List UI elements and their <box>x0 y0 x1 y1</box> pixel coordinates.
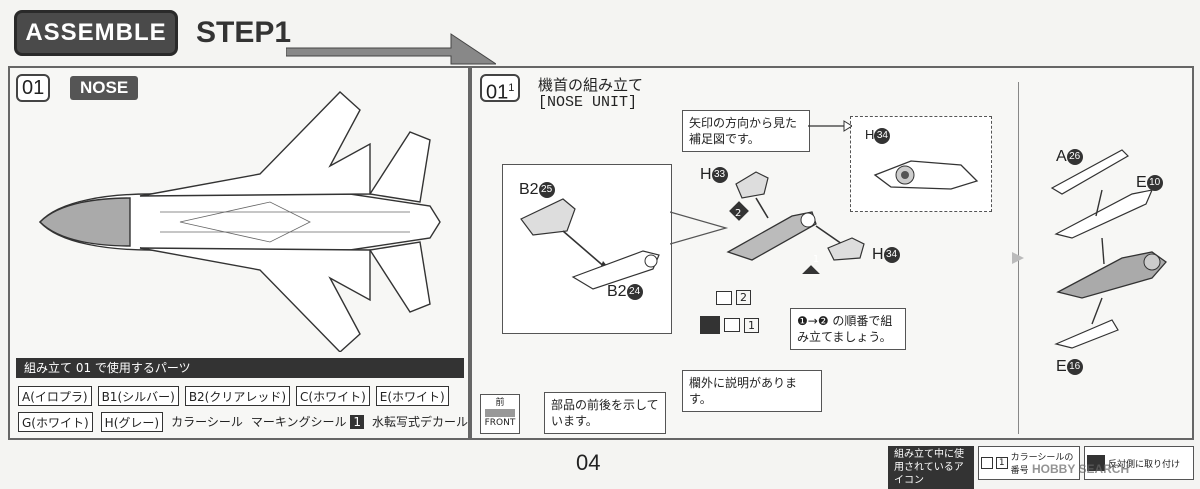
step-title: STEP1 <box>196 16 292 49</box>
pointer-arrow-icon <box>808 120 852 132</box>
inset-part-illustration <box>873 160 979 190</box>
front-back-note: 部品の前後を示しています。 <box>544 392 666 434</box>
front-icon: 前 FRONT <box>480 394 520 434</box>
section-number: 01 <box>16 74 51 102</box>
seal-legend: 1 カラーシールの番号 <box>978 446 1080 480</box>
part-tag: G(ホワイト) <box>18 412 93 432</box>
b2-parts-illustration <box>520 198 660 290</box>
parts-row-2: G(ホワイト) H(グレー) カラーシール マーキングシール 1 水転写式デカー… <box>18 412 468 432</box>
seal-number: 1 <box>744 317 759 333</box>
other-side-text: 反対側に取り付け <box>1108 459 1181 470</box>
seal-icon-row-2: 1 <box>700 316 759 334</box>
section-label: NOSE <box>70 76 139 100</box>
seal-icon <box>981 457 993 469</box>
section-number: 011 <box>480 74 521 104</box>
seal-icon <box>724 318 740 332</box>
part-tag: A(イロプラ) <box>18 386 92 406</box>
next-arrow-icon <box>1012 252 1024 264</box>
callout-pointer <box>670 211 729 245</box>
watermark: HOBBY SEARCH <box>1032 462 1130 476</box>
seal-icon <box>716 290 732 305</box>
seal-number: 2 <box>736 290 751 305</box>
unit-title-en: [NOSE UNIT] <box>538 94 638 111</box>
decal-label: 水転写式デカール <box>371 415 468 429</box>
arrow-view-note: 矢印の方向から見た補足図です。 <box>682 110 810 152</box>
aircraft-illustration <box>39 91 441 352</box>
nose-assembly-illustration: 2 <box>726 171 865 274</box>
order-note: ❶→❷ の順番で組み立てましょう。 <box>790 308 906 350</box>
seal-icon-row: 2 <box>716 290 751 305</box>
nose-panel: 01 NOSE 組み立て 01 で使用するパーツ A(イロプラ) B1(シルバー… <box>8 66 470 440</box>
part-tag: B1(シルバー) <box>97 386 179 406</box>
part-tag: H(グレー) <box>100 412 164 432</box>
step-arrow-icon <box>286 33 496 65</box>
part-tag: B2(クリアレッド) <box>184 386 291 406</box>
icon-legend-label: 組み立て中に使用されているアイコン <box>888 446 974 489</box>
page-number: 04 <box>576 450 601 475</box>
decal-icon <box>700 316 720 334</box>
seal-number: 1 <box>995 457 1008 469</box>
final-assembly-illustration <box>1050 149 1167 349</box>
unit-title-jp: 機首の組み立て <box>538 76 644 94</box>
assemble-header: ASSEMBLE <box>14 10 178 56</box>
part-tag: C(ホワイト) <box>296 386 370 406</box>
part-tag: E(ホワイト) <box>375 386 449 406</box>
parts-row-1: A(イロプラ) B1(シルバー) B2(クリアレッド) C(ホワイト) E(ホワ… <box>18 386 449 406</box>
color-seal-label: カラーシール <box>171 415 243 429</box>
svg-text:2: 2 <box>735 208 741 219</box>
seal-legend-text: カラーシールの番号 <box>1010 453 1074 476</box>
step-1-marker: 1 <box>812 254 820 265</box>
nose-unit-panel: 011 機首の組み立て [NOSE UNIT] 矢印の方向から見た補足図です。 … <box>470 66 1194 440</box>
other-side-legend: 反対側に取り付け <box>1084 446 1194 480</box>
marking-seal-label: マーキングシール 1 <box>251 412 364 432</box>
outside-note: 欄外に説明があります。 <box>682 370 822 412</box>
parts-title: 組み立て 01 で使用するパーツ <box>16 358 464 378</box>
other-side-icon <box>1087 455 1105 471</box>
step-header: STEP1 <box>196 10 496 65</box>
